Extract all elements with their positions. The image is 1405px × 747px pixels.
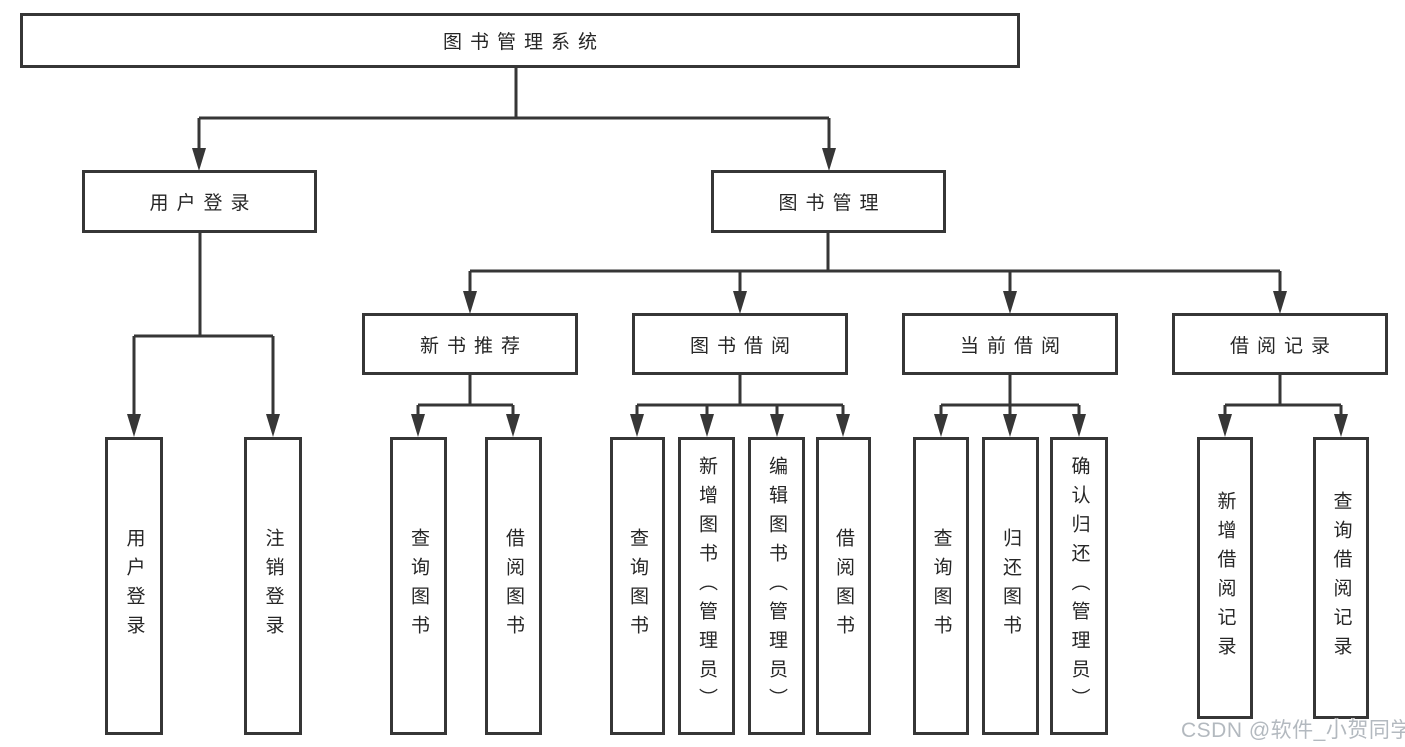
leaf-logout: 注销登录 xyxy=(244,437,302,735)
leaf-add-book-admin: 新增图书（管理员） xyxy=(678,437,735,735)
node-user-login: 用户登录 xyxy=(82,170,317,233)
leaf-borrow-books-borrowing: 借阅图书 xyxy=(816,437,871,735)
leaf-label: 查询图书 xyxy=(408,528,429,644)
node-label: 图书管理系统 xyxy=(442,32,605,53)
leaf-add-borrow-record: 新增借阅记录 xyxy=(1197,437,1253,719)
node-book-borrowing: 图书借阅 xyxy=(632,313,848,375)
leaf-edit-book-admin: 编辑图书（管理员） xyxy=(748,437,805,735)
leaf-label: 查询借阅记录 xyxy=(1330,491,1352,665)
leaf-query-books-borrowing: 查询图书 xyxy=(610,437,665,735)
leaf-confirm-return-admin: 确认归还（管理员） xyxy=(1050,437,1108,735)
node-new-book-recommendation: 新书推荐 xyxy=(362,313,578,375)
leaf-label: 查询图书 xyxy=(627,528,648,644)
csdn-watermark: CSDN @软件_小贺同学 xyxy=(1181,719,1405,742)
leaf-user-login: 用户登录 xyxy=(105,437,163,735)
leaf-label: 用户登录 xyxy=(123,528,145,644)
leaf-query-books-current: 查询图书 xyxy=(913,437,969,735)
leaf-label: 查询图书 xyxy=(930,528,952,644)
leaf-query-books-recommend: 查询图书 xyxy=(390,437,447,735)
leaf-label: 借阅图书 xyxy=(503,528,524,644)
node-label: 用户登录 xyxy=(149,193,258,214)
leaf-label: 借阅图书 xyxy=(833,528,854,644)
node-book-management: 图书管理 xyxy=(711,170,946,233)
node-label: 新书推荐 xyxy=(419,335,528,357)
leaf-label: 编辑图书（管理员） xyxy=(766,455,787,717)
leaf-label: 注销登录 xyxy=(262,528,284,644)
node-library-management-system: 图书管理系统 xyxy=(20,13,1020,68)
leaf-return-book: 归还图书 xyxy=(982,437,1039,735)
leaf-label: 确认归还（管理员） xyxy=(1068,455,1090,717)
node-label: 图书借阅 xyxy=(689,335,798,357)
node-label: 当前借阅 xyxy=(959,335,1068,357)
node-borrowing-records: 借阅记录 xyxy=(1172,313,1388,375)
node-current-borrowing: 当前借阅 xyxy=(902,313,1118,375)
node-label: 图书管理 xyxy=(778,193,887,214)
leaf-label: 归还图书 xyxy=(1000,528,1021,644)
leaf-borrow-books-recommend: 借阅图书 xyxy=(485,437,542,735)
leaf-label: 新增借阅记录 xyxy=(1214,491,1236,665)
leaf-query-borrow-record: 查询借阅记录 xyxy=(1313,437,1369,719)
node-label: 借阅记录 xyxy=(1229,335,1338,357)
leaf-label: 新增图书（管理员） xyxy=(696,455,717,717)
